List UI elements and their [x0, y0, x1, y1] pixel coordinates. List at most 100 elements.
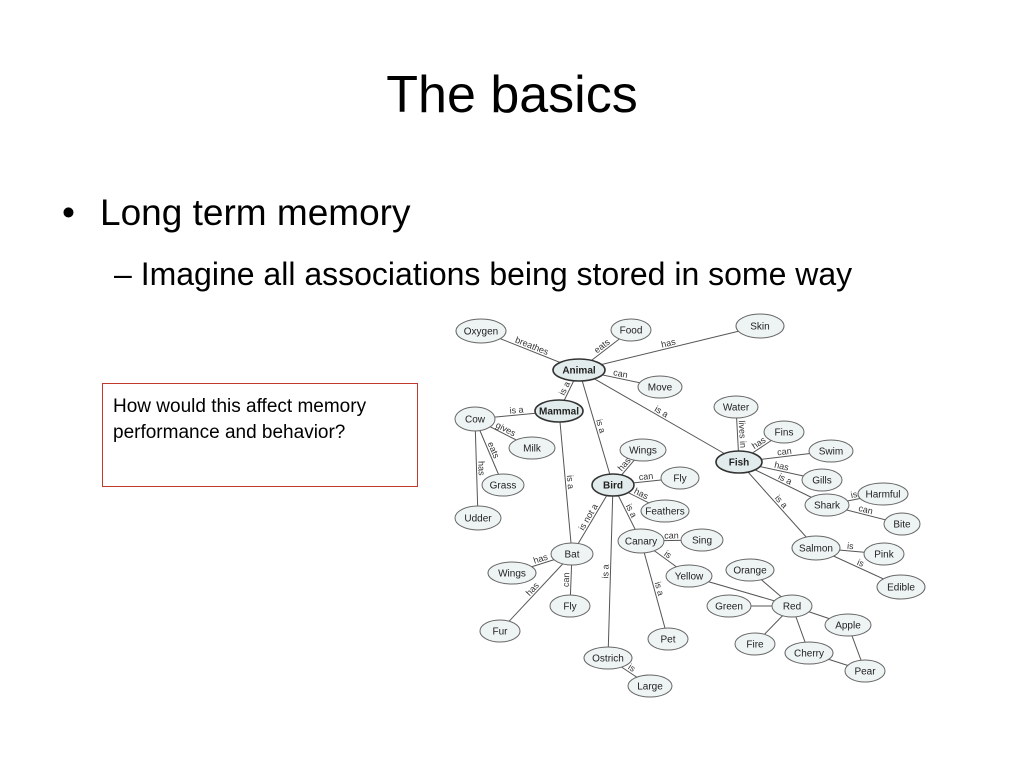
- node-label: Pet: [660, 635, 675, 646]
- node-shape: [454, 505, 502, 531]
- node-label: Fish: [729, 458, 750, 469]
- node-shape: [784, 641, 834, 665]
- bullet-long-term-memory: •Long term memory: [62, 190, 411, 236]
- node-shape: [665, 564, 713, 588]
- edge-animal-bird: [578, 369, 614, 486]
- node-label: Sing: [692, 536, 712, 547]
- node-label: Skin: [750, 322, 769, 333]
- node-udder: Udder: [454, 505, 502, 531]
- node-shark: Shark: [804, 493, 850, 517]
- edge-label: has: [660, 336, 677, 349]
- node-label: Food: [620, 326, 643, 337]
- node-label: Edible: [887, 583, 915, 594]
- edge-label: lives in: [737, 420, 748, 448]
- node-fire: Fire: [734, 632, 776, 656]
- edge-canary-pet: [640, 540, 669, 640]
- node-label: Salmon: [799, 544, 833, 555]
- bullet-text: Long term memory: [100, 192, 411, 233]
- edge-label: breathes: [514, 335, 551, 357]
- node-pear: Pear: [844, 659, 886, 683]
- node-shape: [619, 438, 667, 462]
- edge-animal-skin: [578, 325, 761, 371]
- node-apple: Apple: [824, 613, 872, 637]
- node-shape: [804, 493, 850, 517]
- edge-label: is: [856, 557, 867, 569]
- edge-label: is: [847, 541, 855, 552]
- node-shape: [734, 632, 776, 656]
- node-shape: [550, 542, 594, 566]
- node-label: Cow: [465, 415, 486, 426]
- node-shape: [640, 499, 690, 523]
- edge-label: has: [532, 552, 549, 566]
- node-water: Water: [713, 395, 759, 419]
- edge-label: has: [773, 460, 790, 473]
- edge-label: is a: [624, 502, 639, 519]
- node-label: Fur: [493, 627, 509, 638]
- edge-label: is: [662, 549, 674, 561]
- node-shape: [637, 375, 683, 399]
- edge-label: has: [524, 580, 542, 598]
- node-large: Large: [627, 674, 673, 698]
- node-label: Red: [783, 602, 801, 613]
- node-green: Green: [706, 594, 752, 618]
- node-label: Pear: [854, 667, 876, 678]
- node-milk: Milk: [508, 436, 556, 460]
- edge-label: can: [857, 503, 874, 516]
- node-shape: [591, 473, 635, 497]
- node-label: Mammal: [539, 407, 579, 418]
- node-canary: Canary: [617, 528, 665, 554]
- node-label: Bird: [603, 481, 623, 492]
- node-label: Harmful: [865, 490, 900, 501]
- node-label: Canary: [625, 537, 657, 548]
- edge-mammal-bat: [558, 410, 573, 555]
- node-grass: Grass: [481, 473, 525, 497]
- edge-label: is a: [557, 380, 572, 397]
- node-shape: [876, 574, 926, 600]
- edge-label: is a: [600, 564, 610, 578]
- node-shape: [771, 594, 813, 618]
- node-shape: [857, 482, 909, 506]
- node-label: Shark: [814, 501, 841, 512]
- edge-label: can: [777, 446, 793, 458]
- edge-label: is a: [594, 418, 608, 434]
- node-animal: Animal: [552, 358, 606, 382]
- edge-label: is a: [653, 581, 666, 597]
- node-food: Food: [610, 318, 652, 342]
- node-label: Fire: [746, 640, 764, 651]
- node-shape: [610, 318, 652, 342]
- node-label: Fly: [563, 602, 576, 613]
- node-fly2: Fly: [549, 594, 591, 618]
- edge-label: can: [664, 530, 679, 540]
- node-edible: Edible: [876, 574, 926, 600]
- node-shape: [487, 561, 537, 585]
- node-label: Apple: [835, 621, 861, 632]
- edge-animal-fish: [578, 369, 740, 463]
- node-shape: [479, 619, 521, 643]
- slide-title: The basics: [386, 66, 638, 124]
- node-shape: [863, 542, 905, 566]
- edge-label: can: [638, 471, 653, 482]
- edge-label: gives: [494, 420, 518, 439]
- node-label: Ostrich: [592, 654, 624, 665]
- node-shape: [713, 395, 759, 419]
- edge-label: is a: [653, 404, 670, 420]
- node-fly1: Fly: [660, 466, 700, 490]
- node-label: Animal: [562, 366, 596, 377]
- node-cherry: Cherry: [784, 641, 834, 665]
- node-label: Milk: [523, 444, 542, 455]
- node-fish: Fish: [715, 450, 763, 474]
- node-swim: Swim: [808, 439, 854, 463]
- node-label: Water: [723, 403, 750, 414]
- node-shape: [808, 439, 854, 463]
- edge-label: is: [850, 489, 859, 500]
- node-shape: [680, 528, 724, 552]
- node-move: Move: [637, 375, 683, 399]
- edge-fish-salmon: [738, 461, 817, 549]
- node-label: Pink: [874, 550, 894, 561]
- node-shape: [883, 512, 921, 536]
- node-mammal: Mammal: [534, 399, 584, 423]
- node-sing: Sing: [680, 528, 724, 552]
- node-label: Fins: [775, 428, 794, 439]
- edge-bird-bat: [571, 484, 614, 555]
